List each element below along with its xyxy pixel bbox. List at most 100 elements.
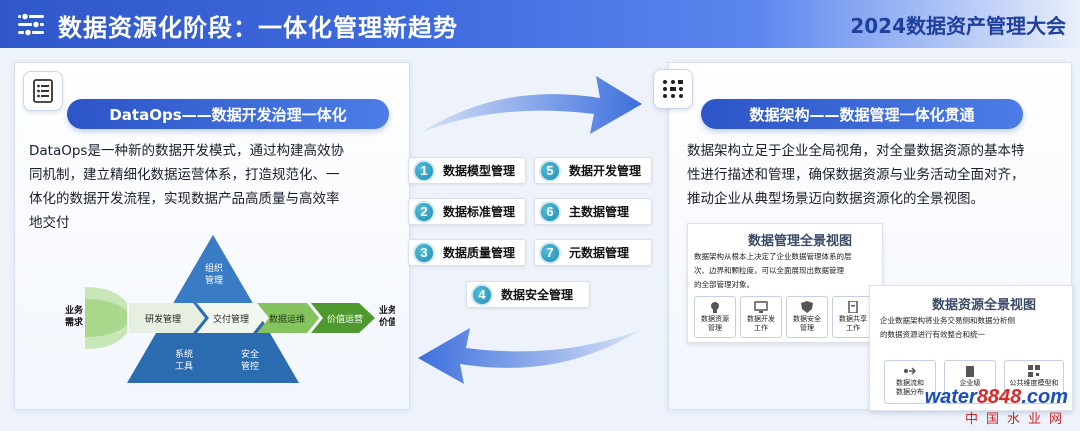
security-mgmt-tile: 数据安全 管理 [786,296,828,338]
dataops-pill-title: DataOps——数据开发治理一体化 [67,99,389,129]
item-label: 数据质量管理 [443,246,516,260]
tile-label: 数据共享 [839,315,867,323]
dimension-model-tile: 公共维度模型和 [1004,360,1064,404]
data-architecture-panel: 数据架构——数据管理一体化贯通 数据架构立足于企业全局视角，对全量数据资源的基本… [653,62,1073,411]
list-item: 3 数据质量管理 [408,239,526,266]
watermark-part: 8848 [976,386,1022,408]
text-line: 性进行描述和管理，确保数据资源与业务活动全面对齐， [687,167,1025,183]
step-chevron-2 [197,303,265,333]
monitor-icon [754,301,768,313]
input-label: 业务 [65,304,84,315]
dataops-description: DataOps是一种新的数据开发模式，通过构建高效协 同机制，建立精细化数据运营… [29,139,401,235]
card-text: 企业数据架构将业务交易侧和数据分析侧 的数据资源进行有效整合和统一 [880,314,1070,342]
shield-icon [801,301,813,313]
tile-label: 数据分布 [896,388,924,396]
item-label: 数据标准管理 [443,205,516,219]
architecture-description: 数据架构立足于企业全局视角，对全量数据资源的基本特 性进行描述和管理，确保数据资… [687,139,1067,211]
list-item: 2 数据标准管理 [408,198,526,225]
list-item: 1 数据模型管理 [408,157,526,184]
document-list-icon [23,71,63,111]
resource-view-card: 数据资源全景视图 企业数据架构将业务交易侧和数据分析侧 的数据资源进行有效整合和… [869,285,1073,411]
triangle-top-section [171,235,255,307]
step-chevron-3 [257,303,319,333]
triangle-top-label: 组织 [205,262,223,274]
step-label: 数据运维 [269,313,305,324]
tile-label: 管理 [708,324,722,332]
page-title: 数据资源化阶段：一体化管理新趋势 [58,14,458,42]
step-label: 交付管理 [213,313,249,324]
enterprise-tile: 企业级 [944,360,996,404]
card-text: 数据架构从根本上决定了企业数据管理体系的层 次、边界和颗粒度，可以全面展现出数据… [694,250,880,292]
watermark-part: .com [1021,386,1068,408]
input-arrow-inner [85,299,127,337]
grid-dots-icon [653,69,693,109]
card-text-line: 数据架构从根本上决定了企业数据管理体系的层 [694,252,852,261]
resource-mgmt-tile: 数据资源 管理 [694,296,736,338]
text-line: 地交付 [29,215,70,231]
list-item: 4 数据安全管理 [466,281,590,308]
step-chevron-4 [311,303,375,333]
tile-label: 公共维度模型和 [1009,379,1059,387]
text-line: DataOps是一种新的数据开发模式，通过构建高效协 [29,143,344,159]
card-text-line: 的数据资源进行有效整合和统一 [880,330,985,339]
number-badge: 6 [539,200,561,223]
triangle-right-label: 安全 [241,348,259,360]
card-title: 数据管理全景视图 [748,234,853,249]
output-label: 业务 [379,304,395,315]
dataops-panel: DataOps——数据开发治理一体化 DataOps是一种新的数据开发模式，通过… [14,62,410,410]
triangle-left-label: 系统 [175,348,193,360]
dev-work-tile: 数据开发 工作 [740,296,782,338]
watermark-part: water [924,386,977,408]
item-label: 主数据管理 [569,205,630,219]
number-badge: 1 [413,159,435,182]
card-text-line: 的全部管理对象。 [694,280,754,289]
watermark-brand: water8848.com [925,386,1068,409]
number-badge: 7 [539,241,561,264]
list-item: 7 元数据管理 [534,239,652,266]
badge-icon [711,302,719,313]
step-chevron-1 [129,303,205,333]
step-label: 研发管理 [145,313,181,324]
text-line: 推动企业从典型场景迈向数据资源化的全景视图。 [687,191,984,207]
architecture-pill-title: 数据架构——数据管理一体化贯通 [701,99,1023,129]
triangle-right-label: 管控 [241,360,259,372]
cycle-arrows [418,76,642,384]
sharing-work-tile: 数据共享 工作 [832,296,874,338]
number-badge: 4 [471,283,493,306]
watermark-cn: 中国水业网 [964,412,1070,427]
qr-grid-icon [1028,365,1040,377]
step-label: 价值运营 [327,313,363,324]
building-icon [966,366,974,377]
tile-label: 企业级 [959,379,981,387]
item-label: 数据安全管理 [501,288,574,302]
event-name: 2024数据资产管理大会 [850,14,1066,38]
number-badge: 2 [413,200,435,223]
input-label: 需求 [65,316,84,327]
text-line: 同机制，建立精细化数据运营体系，打造规范化、一 [29,167,340,183]
tile-label: 管理 [800,324,814,332]
tile-label: 工作 [754,324,768,332]
tile-label: 工作 [846,324,860,332]
tile-label: 数据安全 [793,315,821,323]
number-badge: 3 [413,241,435,264]
flow-icon [904,367,917,375]
document-share-icon [848,301,858,313]
dataops-diagram: 业务 需求 业务 价值 组织 管理 系统 工具 安全 管控 研发管理 交付管理 … [65,235,395,383]
management-view-card: 数据管理全景视图 数据架构从根本上决定了企业数据管理体系的层 次、边界和颗粒度，… [687,223,883,343]
tile-label: 数据流和 [896,379,924,387]
header-bar: 数据资源化阶段：一体化管理新趋势 2024数据资产管理大会 [0,0,1080,48]
item-label: 数据开发管理 [569,164,642,178]
item-label: 元数据管理 [569,246,630,260]
list-item: 5 数据开发管理 [534,157,652,184]
number-badge: 5 [539,159,561,182]
text-line: 数据架构立足于企业全局视角，对全量数据资源的基本特 [687,143,1025,159]
triangle-top-label: 管理 [205,274,223,286]
card-text-line: 企业数据架构将业务交易侧和数据分析侧 [880,316,1015,325]
settings-sliders-icon [18,12,44,37]
text-line: 体化的数据开发流程，实现数据产品高质量与高效率 [29,191,340,207]
tile-label: 数据资源 [701,315,729,323]
arrow-right-shape [422,76,642,134]
data-flow-tile: 数据流和 数据分布 [884,360,936,404]
item-label: 数据模型管理 [443,164,516,178]
output-label: 价值 [379,316,395,327]
